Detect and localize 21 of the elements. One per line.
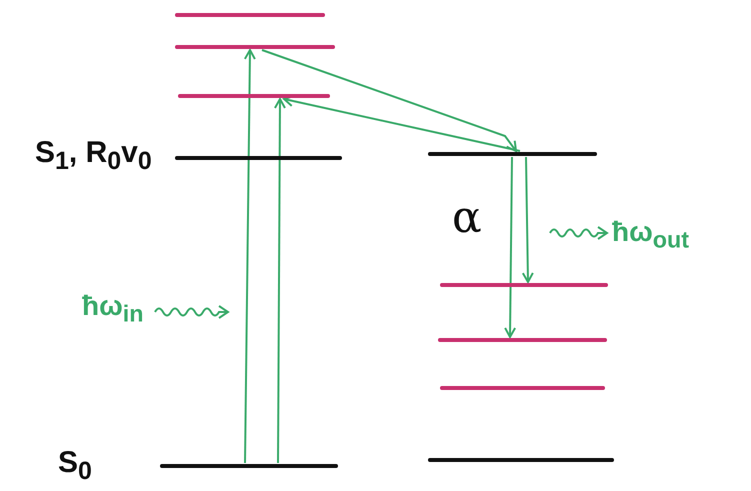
state-label: S$_{0}$ <box>58 448 92 484</box>
transition-arrow <box>244 49 256 464</box>
energy-level-line <box>178 94 330 98</box>
transition-arrow <box>274 98 286 463</box>
state-label: S$_{1}$, R$_{0}$v$_{0}$ <box>35 138 152 174</box>
photon-label: ħω$_{out}$ <box>612 218 690 252</box>
transition-arrow <box>283 95 520 152</box>
transition-arrow <box>262 49 517 152</box>
symbol-label: α <box>452 196 482 240</box>
energy-level-line <box>438 338 607 342</box>
energy-level-line <box>428 152 597 156</box>
energy-level-line <box>175 156 342 160</box>
energy-level-line <box>440 283 608 287</box>
energy-level-line <box>428 458 614 462</box>
energy-level-line <box>440 386 605 390</box>
energy-level-line <box>160 464 338 468</box>
energy-level-line <box>175 13 325 17</box>
transition-arrow <box>504 156 516 338</box>
photon-label: ħω$_{in}$ <box>82 292 144 326</box>
energy-level-line <box>175 45 335 49</box>
transition-arrow <box>522 156 534 283</box>
